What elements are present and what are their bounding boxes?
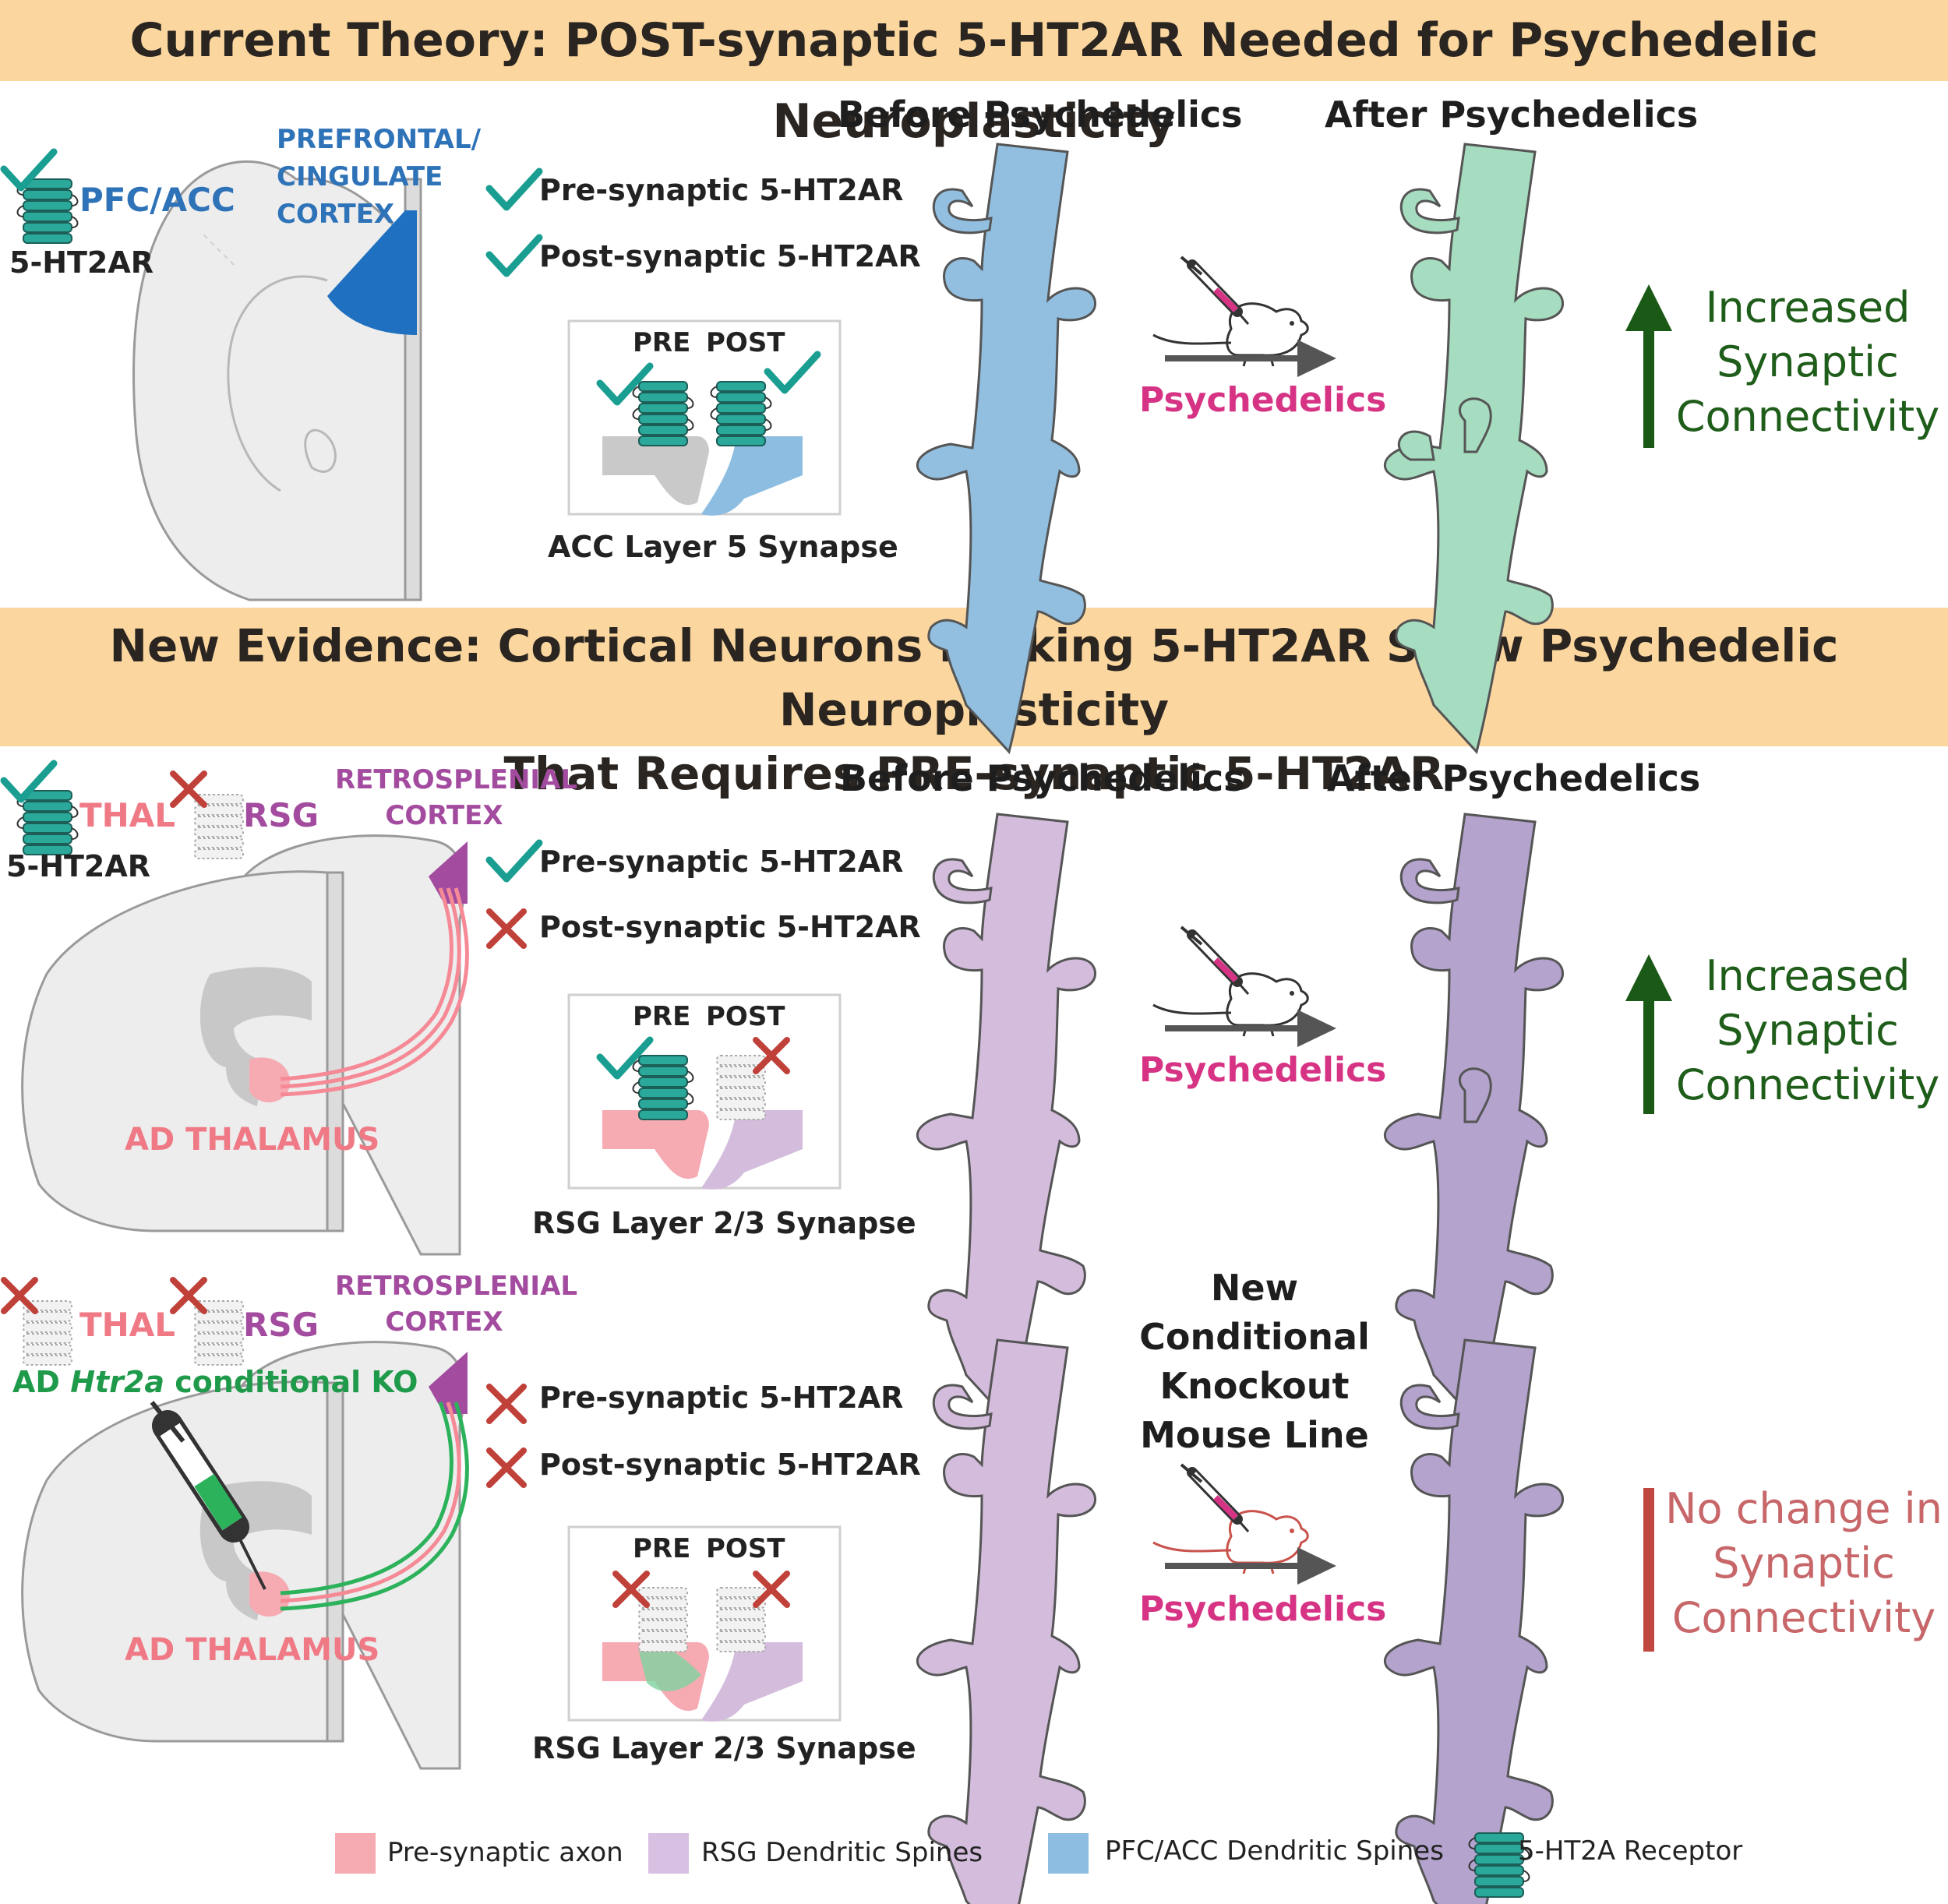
legend-label-presynaptic: Pre-synaptic axon: [387, 1837, 623, 1868]
p3-pre-label: Pre-synaptic 5-HT2AR: [539, 1380, 904, 1415]
legend-swatch-pfc: [1048, 1833, 1089, 1874]
p2-cortex-line2: CORTEX: [385, 800, 503, 831]
p1-box-post: POST: [706, 327, 785, 358]
p3-mouse-line-2: Conditional: [1139, 1316, 1370, 1358]
p2-outcome-line3: Connectivity: [1675, 1060, 1940, 1109]
pre-check: [489, 171, 539, 207]
p3-rsg-label: RSG: [243, 1306, 319, 1344]
p1-before-header: Before Psychedelics: [838, 93, 1243, 136]
p3-psychedelics-label: Psychedelics: [1139, 1589, 1387, 1629]
p3-thalamus-label: AD THALAMUS: [125, 1632, 380, 1668]
p3-box-pre: PRE: [633, 1533, 691, 1564]
p2-before-header: Before Psychedelics: [840, 757, 1245, 799]
brain-slice-rsg: [21, 834, 469, 1256]
legend-swatch-rsg: [648, 1833, 689, 1874]
p2-psychedelics-label: Psychedelics: [1139, 1050, 1387, 1090]
pfc-cortex-line3: CORTEX: [277, 199, 395, 230]
p2-rsg-label: RSG: [243, 796, 319, 834]
p1-pre-label: Pre-synaptic 5-HT2AR: [539, 173, 904, 207]
p3-mouse-line-3: Knockout: [1159, 1365, 1350, 1407]
brain-slice-pfc: [132, 160, 422, 601]
p3-ko-suffix: conditional KO: [164, 1365, 418, 1399]
legend-label-pfc: PFC/ACC Dendritic Spines: [1105, 1835, 1444, 1867]
p3-thal-label: THAL: [79, 1306, 176, 1344]
p1-synapse-caption: ACC Layer 5 Synapse: [548, 530, 898, 564]
p2-outcome-line2: Synaptic: [1717, 1006, 1899, 1055]
p2-receptor-label: 5-HT2AR: [6, 849, 151, 883]
p2-box-post: POST: [706, 1001, 785, 1032]
p3-ko-label: AD Htr2a conditional KO: [12, 1365, 418, 1399]
p3-ko-gene: Htr2a: [70, 1365, 164, 1399]
legend-label-receptor: 5-HT2A Receptor: [1518, 1835, 1743, 1867]
p3-outcome-line2: Synaptic: [1713, 1539, 1895, 1588]
p1-after-header: After Psychedelics: [1325, 93, 1699, 136]
p2-thal-label: THAL: [79, 796, 176, 834]
pfc-cortex-line2: CINGULATE: [277, 161, 443, 192]
p2-pre-label: Pre-synaptic 5-HT2AR: [539, 844, 904, 879]
pfc-acc-label: PFC/ACC: [79, 181, 235, 219]
p3-mouse-line-4: Mouse Line: [1140, 1414, 1369, 1456]
p2-outcome: Increased Synaptic Connectivity: [1667, 949, 1948, 1112]
p2-thalamus-label: AD THALAMUS: [125, 1122, 380, 1158]
p3-outcome: No change in Synaptic Connectivity: [1660, 1482, 1948, 1645]
post-check: [489, 238, 539, 273]
p1-box-pre: PRE: [633, 327, 691, 358]
p2-outcome-line1: Increased: [1705, 951, 1911, 1000]
top-banner-prefix: Current Theory:: [129, 13, 565, 68]
p1-outcome: Increased Synaptic Connectivity: [1667, 280, 1948, 444]
p3-ko-prefix: AD: [12, 1365, 71, 1399]
p2-post-label: Post-synaptic 5-HT2AR: [539, 910, 921, 944]
middle-banner-line2-prefix: That Requires: [503, 747, 876, 800]
middle-banner-line2-suffix: -synaptic 5-HT2AR: [974, 747, 1445, 800]
receptor-label-p1: 5-HT2AR: [9, 245, 154, 280]
p1-outcome-line2: Synaptic: [1717, 337, 1899, 386]
p3-cortex-line1: RETROSPLENIAL: [335, 1271, 578, 1302]
p2-cortex-line1: RETROSPLENIAL: [335, 764, 578, 795]
legend-swatch-presynaptic: [335, 1833, 376, 1874]
p3-synapse-caption: RSG Layer 2/3 Synapse: [532, 1731, 916, 1765]
p3-mouse-line-1: New: [1210, 1267, 1299, 1309]
p3-cortex-line2: CORTEX: [385, 1306, 503, 1338]
p1-psychedelics-label: Psychedelics: [1139, 380, 1387, 420]
p3-post-label: Post-synaptic 5-HT2AR: [539, 1447, 921, 1482]
brain-slice-ko: [21, 1341, 469, 1770]
p2-box-pre: PRE: [633, 1001, 691, 1032]
legend-label-rsg: RSG Dendritic Spines: [701, 1837, 983, 1868]
pfc-cortex-line1: PREFRONTAL/: [277, 124, 482, 155]
pfc-cortex-label: PREFRONTAL/ CINGULATE CORTEX: [277, 121, 481, 233]
top-banner-emph: POST: [564, 13, 697, 68]
p1-outcome-line3: Connectivity: [1675, 392, 1940, 441]
middle-banner-line2: That Requires PRE-synaptic 5-HT2AR: [0, 742, 1948, 806]
p1-outcome-line1: Increased: [1705, 283, 1911, 332]
p3-mouse-line-label: New Conditional Knockout Mouse Line: [1099, 1264, 1410, 1460]
p3-box-post: POST: [706, 1533, 785, 1564]
p2-cortex-label: RETROSPLENIAL CORTEX: [335, 762, 578, 834]
p3-cortex-label: RETROSPLENIAL CORTEX: [335, 1268, 578, 1340]
p3-outcome-line3: Connectivity: [1671, 1593, 1936, 1642]
p3-outcome-line1: No change in: [1665, 1484, 1943, 1533]
p2-synapse-caption: RSG Layer 2/3 Synapse: [532, 1206, 916, 1240]
p1-post-label: Post-synaptic 5-HT2AR: [539, 239, 921, 273]
top-banner: Current Theory: POST-synaptic 5-HT2AR Ne…: [0, 0, 1948, 149]
middle-banner-line2-emph: PRE: [875, 747, 975, 800]
top-banner-suffix: -synaptic 5-HT2AR Needed for Psychedelic…: [697, 13, 1819, 149]
p2-after-header: After Psychedelics: [1327, 757, 1701, 799]
